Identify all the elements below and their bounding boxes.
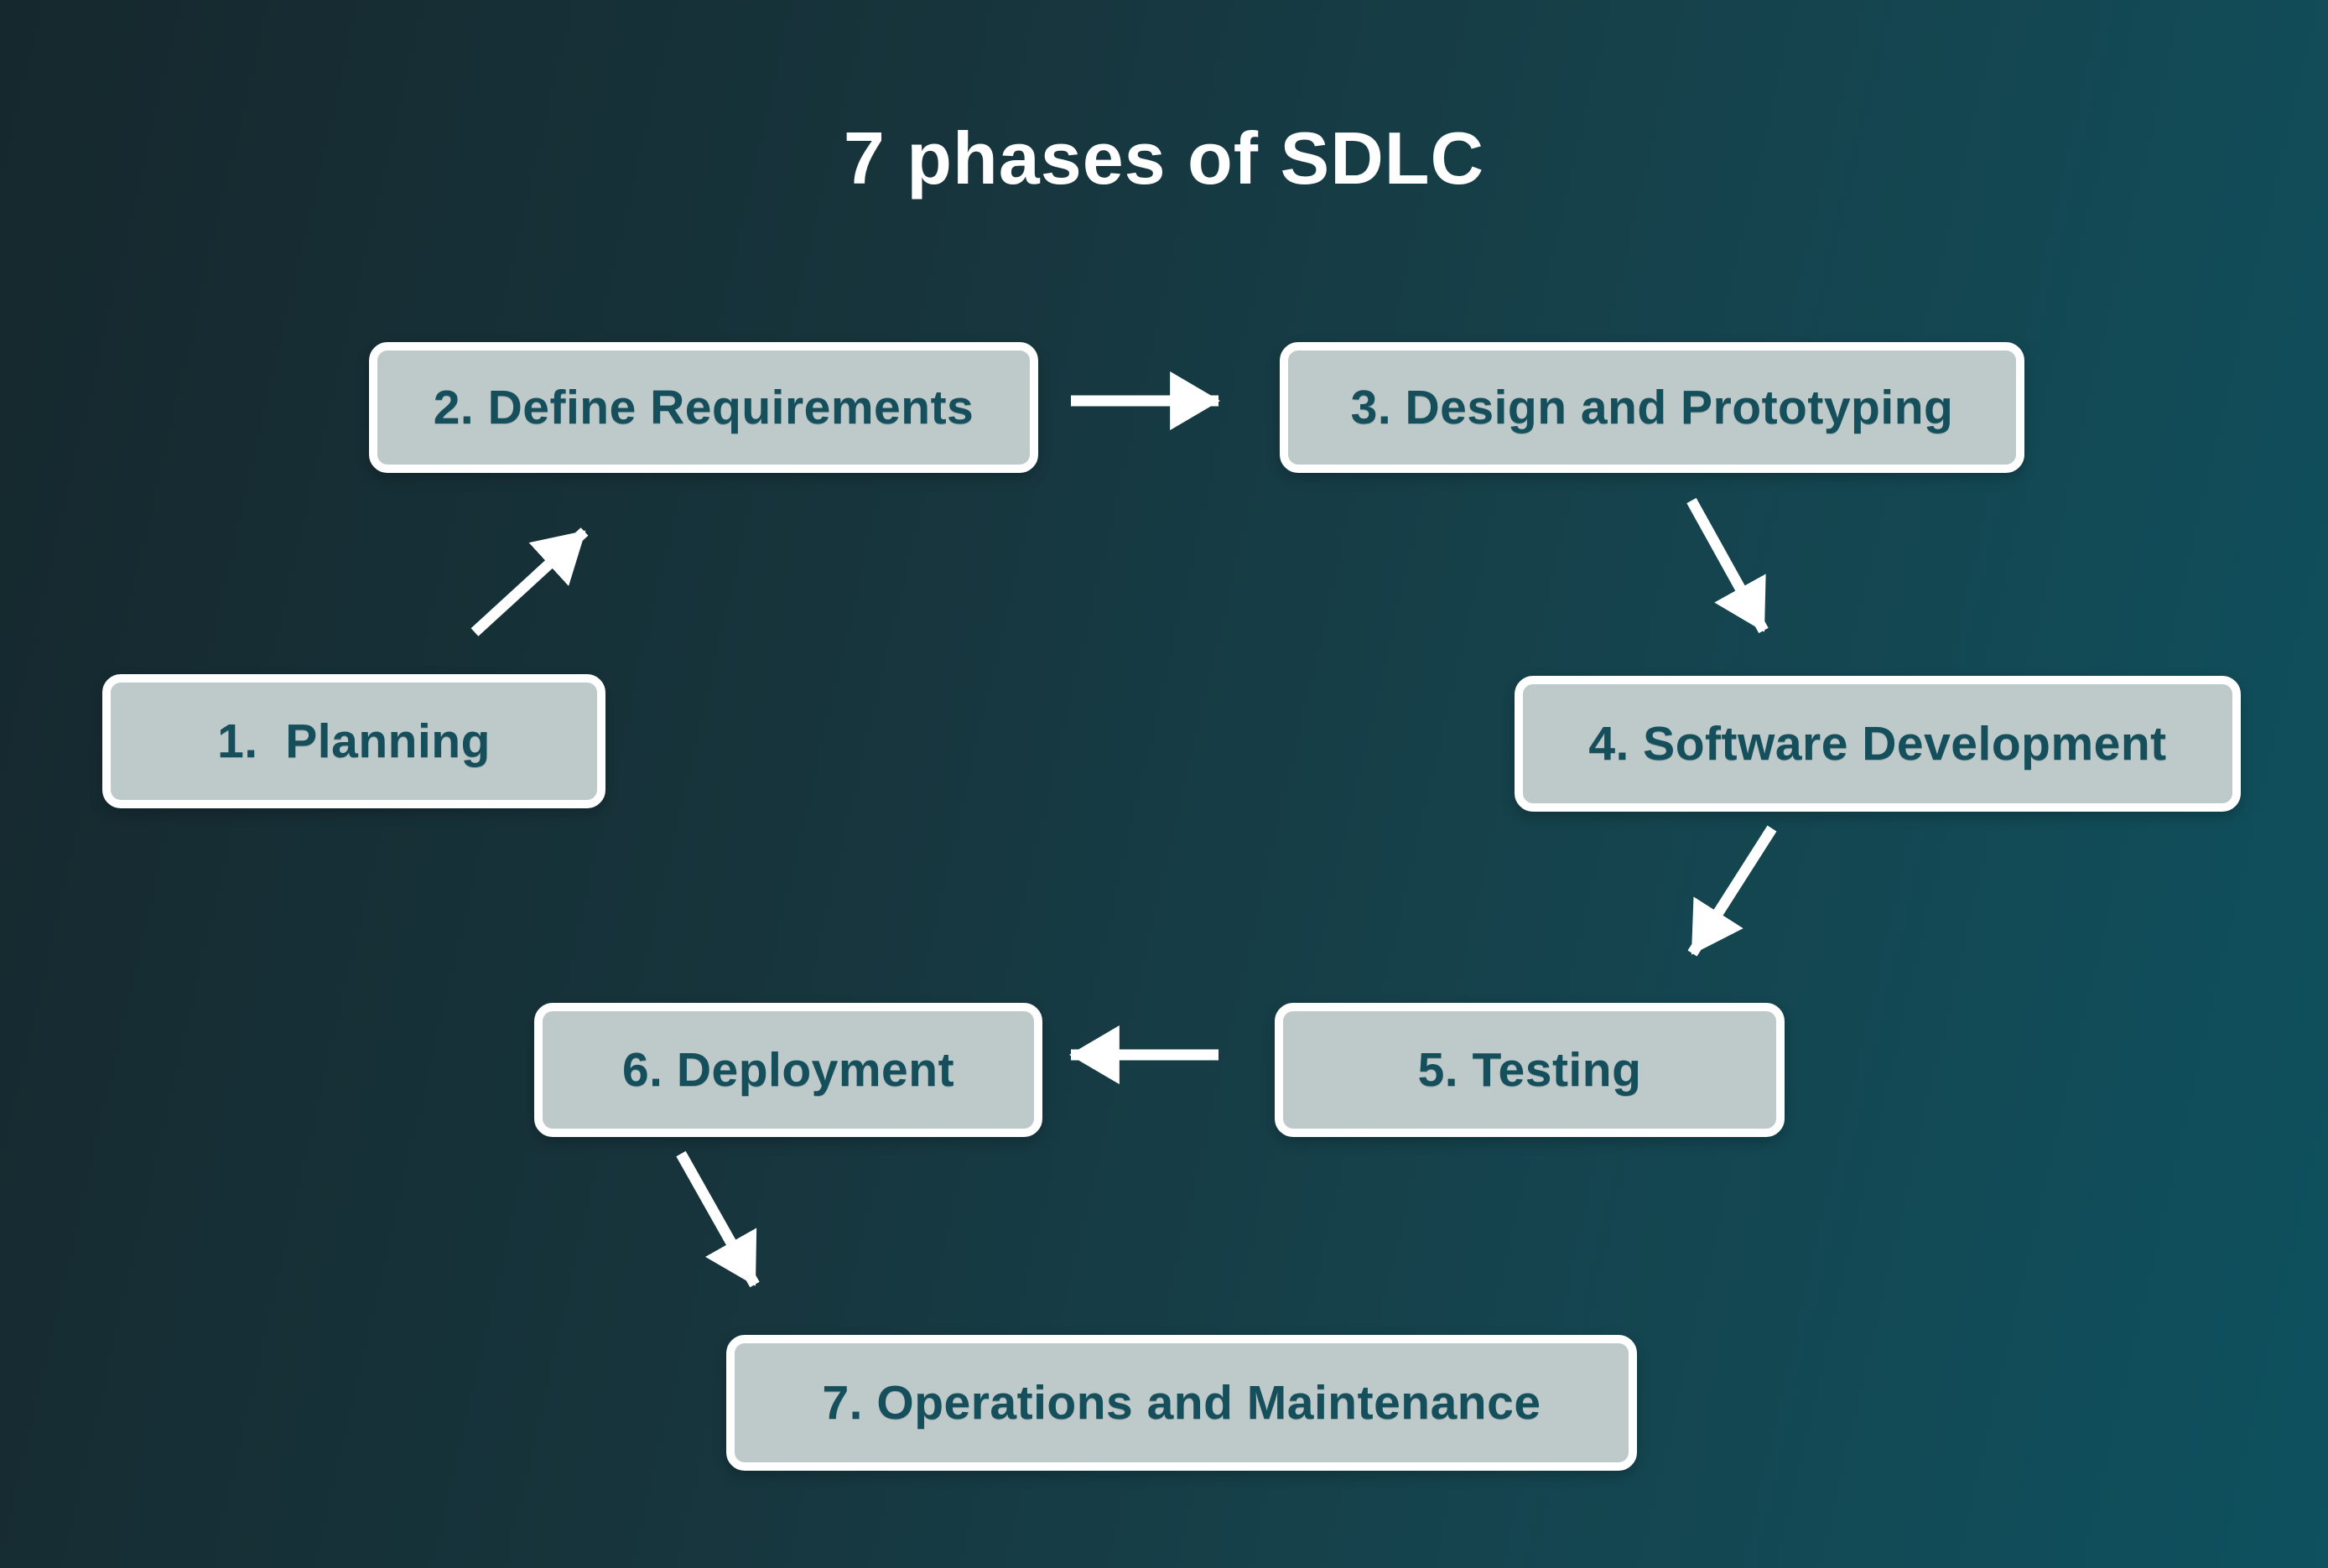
node-operations-maintenance-label: 7. Operations and Maintenance bbox=[822, 1376, 1541, 1430]
node-planning-label: 1. Planning bbox=[217, 714, 491, 768]
node-deployment-label: 6. Deployment bbox=[621, 1043, 955, 1097]
node-operations-maintenance: 7. Operations and Maintenance bbox=[726, 1335, 1637, 1471]
node-design-prototyping: 3. Design and Prototyping bbox=[1280, 342, 2024, 473]
arrow-planning-to-define-requirements bbox=[470, 527, 589, 636]
node-planning: 1. Planning bbox=[102, 674, 605, 808]
node-testing: 5. Testing bbox=[1275, 1003, 1785, 1137]
node-testing-label: 5. Testing bbox=[1417, 1043, 1642, 1097]
node-design-prototyping-label: 3. Design and Prototyping bbox=[1350, 381, 1954, 434]
page-title: 7 phases of SDLC bbox=[843, 117, 1485, 200]
node-software-development: 4. Software Development bbox=[1515, 676, 2241, 812]
node-deployment: 6. Deployment bbox=[534, 1003, 1042, 1137]
arrow-design-prototyping-to-software-development bbox=[1686, 497, 1769, 634]
arrow-software-development-to-testing bbox=[1687, 825, 1777, 957]
node-define-requirements-label: 2. Define Requirements bbox=[433, 381, 974, 434]
node-define-requirements: 2. Define Requirements bbox=[369, 342, 1038, 473]
arrow-deployment-to-operations-maintenance bbox=[676, 1150, 760, 1288]
node-software-development-label: 4. Software Development bbox=[1588, 717, 2167, 771]
